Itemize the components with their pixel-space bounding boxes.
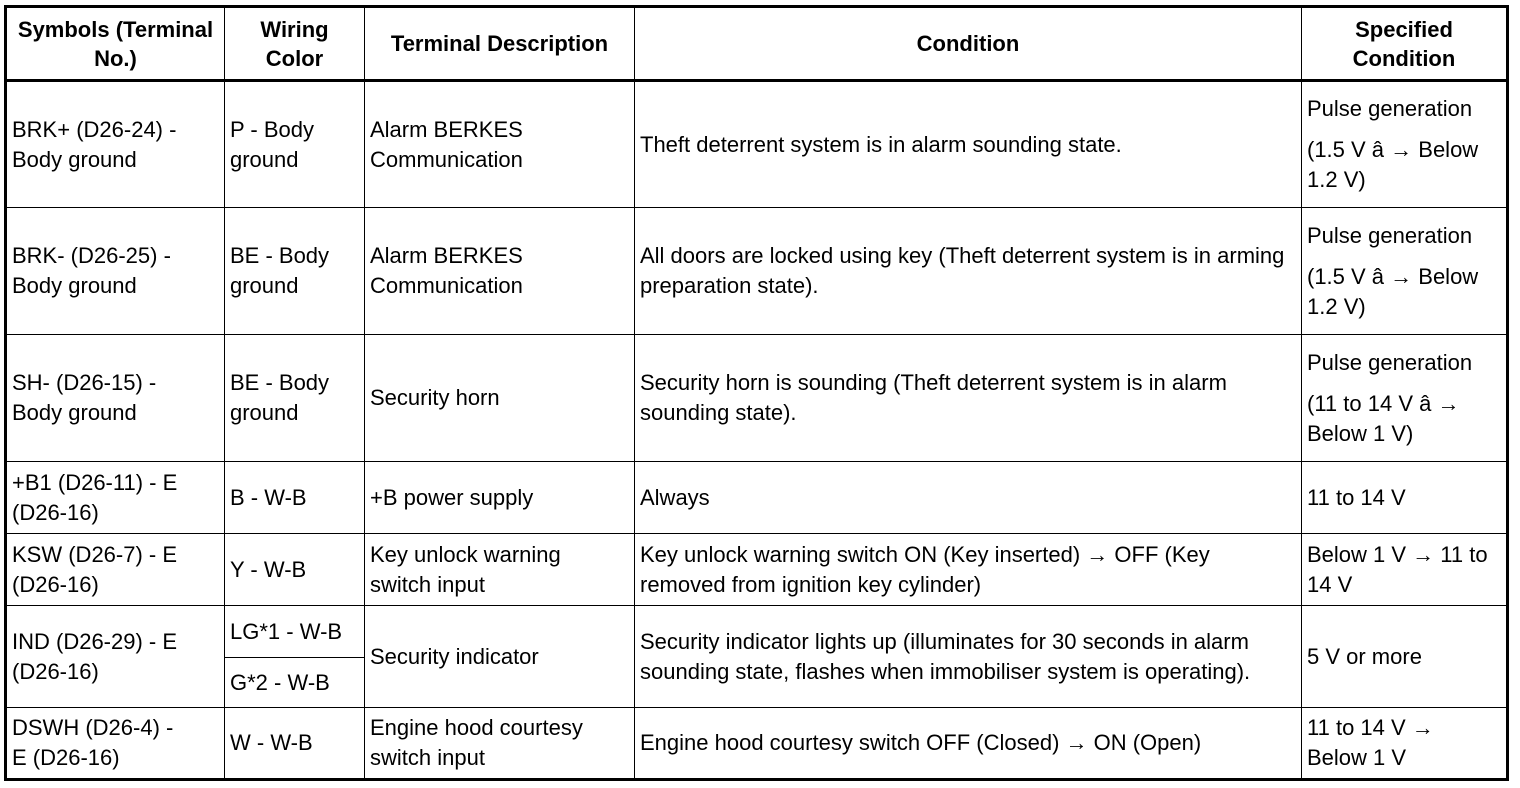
terminal-description-cell: Engine hood courtesy switch input bbox=[364, 707, 635, 780]
table-header-row: Symbols (Terminal No.) Wiring Color Term… bbox=[5, 6, 1508, 82]
header-specified-condition: Specified Condition bbox=[1301, 6, 1508, 82]
symbol-cell: SH- (D26-15) - Body ground bbox=[5, 334, 225, 462]
wiring-color-cell: W - W-B bbox=[224, 707, 365, 780]
pulse-range: (1.5 V â → Below 1.2 V) bbox=[1307, 137, 1479, 192]
pulse-title: Pulse generation bbox=[1307, 222, 1473, 248]
condition-cell: Security indicator lights up (illuminate… bbox=[634, 605, 1302, 708]
specified-condition-cell: Pulse generation (1.5 V â → Below 1.2 V) bbox=[1301, 207, 1508, 335]
terminal-description-cell: Key unlock warning switch input bbox=[364, 533, 635, 606]
header-symbols: Symbols (Terminal No.) bbox=[5, 6, 225, 82]
header-terminal-description: Terminal Description bbox=[364, 6, 635, 82]
terminal-spec-table: Symbols (Terminal No.) Wiring Color Term… bbox=[4, 5, 1509, 781]
pulse-range: (1.5 V â → Below 1.2 V) bbox=[1307, 263, 1479, 319]
wiring-color-cell: Y - W-B bbox=[224, 533, 365, 606]
wiring-color-cell: LG*1 - W-B bbox=[224, 605, 365, 658]
symbol-cell: BRK+ (D26-24) - Body ground bbox=[5, 80, 225, 208]
table-row: BRK+ (D26-24) - Body ground P - Body gro… bbox=[5, 80, 1508, 208]
header-condition: Condition bbox=[634, 6, 1302, 82]
table-row: DSWH (D26-4) - E (D26-16) W - W-B Engine… bbox=[5, 707, 1508, 780]
symbol-cell: BRK- (D26-25) - Body ground bbox=[5, 207, 225, 335]
specified-condition-cell: Pulse generation (11 to 14 V â → Below 1… bbox=[1301, 334, 1508, 462]
wiring-color-cell: BE - Body ground bbox=[224, 207, 365, 335]
terminal-description-cell: Alarm BERKES Communication bbox=[364, 80, 635, 208]
terminal-description-cell: Security horn bbox=[364, 334, 635, 462]
specified-condition-cell: 5 V or more bbox=[1301, 605, 1508, 708]
symbol-cell: IND (D26-29) - E (D26-16) bbox=[5, 605, 225, 708]
condition-cell: Key unlock warning switch ON (Key insert… bbox=[634, 533, 1302, 606]
specified-condition-cell: Below 1 V → 11 to 14 V bbox=[1301, 533, 1508, 606]
wiring-color-cell: P - Body ground bbox=[224, 80, 365, 208]
condition-cell: Engine hood courtesy switch OFF (Closed)… bbox=[634, 707, 1302, 780]
condition-cell: Always bbox=[634, 461, 1302, 534]
specified-condition-cell: Pulse generation (1.5 V â → Below 1.2 V) bbox=[1301, 80, 1508, 208]
terminal-description-cell: Security indicator bbox=[364, 605, 635, 708]
pulse-title: Pulse generation bbox=[1307, 96, 1473, 121]
header-wiring-color: Wiring Color bbox=[224, 6, 365, 82]
pulse-title: Pulse generation bbox=[1307, 349, 1473, 375]
specified-condition-cell: 11 to 14 V → Below 1 V bbox=[1301, 707, 1508, 780]
table-row: +B1 (D26-11) - E (D26-16) B - W-B +B pow… bbox=[5, 461, 1508, 534]
symbol-cell: KSW (D26-7) - E (D26-16) bbox=[5, 533, 225, 606]
table-row: KSW (D26-7) - E (D26-16) Y - W-B Key unl… bbox=[5, 533, 1508, 606]
symbol-cell: DSWH (D26-4) - E (D26-16) bbox=[5, 707, 225, 780]
condition-cell: All doors are locked using key (Theft de… bbox=[634, 207, 1302, 335]
condition-cell: Security horn is sounding (Theft deterre… bbox=[634, 334, 1302, 462]
condition-cell: Theft deterrent system is in alarm sound… bbox=[634, 80, 1302, 208]
terminal-description-cell: Alarm BERKES Communication bbox=[364, 207, 635, 335]
table-row: SH- (D26-15) - Body ground BE - Body gro… bbox=[5, 334, 1508, 462]
table-row: G*2 - W-B bbox=[6, 657, 1508, 708]
pulse-range: (11 to 14 V â → Below 1 V) bbox=[1307, 390, 1460, 446]
table-row: BRK- (D26-25) - Body ground BE - Body gr… bbox=[5, 207, 1508, 335]
specified-condition-cell: 11 to 14 V bbox=[1301, 461, 1508, 534]
wiring-color-cell: BE - Body ground bbox=[224, 334, 365, 462]
symbol-cell: +B1 (D26-11) - E (D26-16) bbox=[5, 461, 225, 534]
wiring-color-cell: B - W-B bbox=[224, 461, 365, 534]
table-row: IND (D26-29) - E (D26-16) LG*1 - W-B Sec… bbox=[5, 605, 1508, 708]
terminal-description-cell: +B power supply bbox=[364, 461, 635, 534]
wiring-color-cell: G*2 - W-B bbox=[224, 657, 365, 708]
